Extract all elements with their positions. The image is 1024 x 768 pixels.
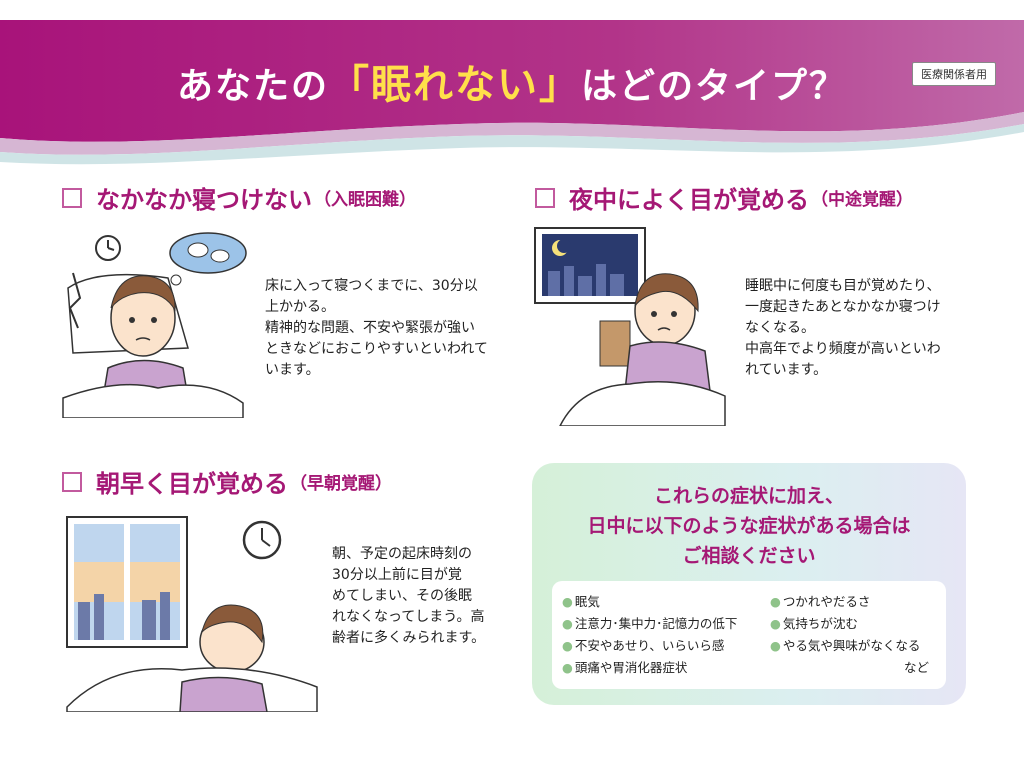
symptom-text: 頭痛や胃消化器症状 bbox=[574, 660, 688, 675]
section-description-sleep-onset: 床に入って寝つくまでに、30分以 上かかる。 精神的な問題、不安や緊張が強い と… bbox=[265, 276, 488, 381]
description-line: れなくなってしまう。高 bbox=[332, 609, 485, 625]
header-banner: 医療関係者用 bbox=[0, 20, 1024, 170]
section-subtitle: （入眠困難） bbox=[314, 190, 416, 210]
symptom-text: 注意力･集中力･記憶力の低下 bbox=[574, 616, 738, 631]
symptom-item: ●気持ちが沈む bbox=[770, 613, 858, 632]
symptom-text: つかれやだるさ bbox=[782, 594, 871, 609]
description-line: 精神的な問題、不安や緊張が強い bbox=[265, 320, 475, 336]
description-line: れています。 bbox=[745, 362, 828, 378]
early-waking-man-illustration bbox=[66, 516, 318, 712]
bullet-icon: ● bbox=[770, 638, 781, 653]
symptom-text: 不安やあせり、いらいら感 bbox=[574, 638, 725, 653]
card-heading-line: ご相談ください bbox=[682, 545, 816, 567]
section-title: 朝早く目が覚める bbox=[96, 470, 288, 498]
page-title: あなたの「眠れない」はどのタイプ？ bbox=[0, 52, 1024, 110]
description-line: ときなどにおこりやすいといわれて bbox=[265, 341, 488, 357]
title-highlight: 「眠れない」 bbox=[329, 62, 581, 108]
section-description-night-waking: 睡眠中に何度も目が覚めたり、 一度起きたあとなかなか寝つけ なくなる。 中高年で… bbox=[745, 276, 941, 381]
symptom-item: ●不安やあせり、いらいら感 bbox=[562, 635, 724, 654]
bullet-icon: ● bbox=[562, 594, 573, 609]
description-line: 30分以上前に目が覚 bbox=[332, 567, 462, 583]
checkbox-icon bbox=[535, 187, 555, 208]
symptom-item: ●注意力･集中力･記憶力の低下 bbox=[562, 613, 737, 632]
symptom-list: ●眠気 ●注意力･集中力･記憶力の低下 ●不安やあせり、いらいら感 ●頭痛や胃消… bbox=[552, 581, 946, 689]
section-subtitle: （中途覚醒） bbox=[811, 190, 913, 210]
bullet-icon: ● bbox=[770, 616, 781, 631]
title-post: はどのタイプ？ bbox=[581, 66, 848, 107]
bullet-icon: ● bbox=[562, 616, 573, 631]
checkbox-icon bbox=[62, 471, 82, 492]
description-line: 床に入って寝つくまでに、30分以 bbox=[265, 278, 478, 294]
night-waking-man-illustration bbox=[534, 227, 726, 426]
description-line: 朝、予定の起床時刻の bbox=[332, 546, 472, 562]
symptom-text: やる気や興味がなくなる bbox=[782, 638, 921, 653]
symptom-item: ●つかれやだるさ bbox=[770, 591, 870, 610]
section-subtitle: （早朝覚醒） bbox=[290, 474, 392, 494]
description-line: 一度起きたあとなかなか寝つけ bbox=[745, 299, 941, 315]
bullet-icon: ● bbox=[562, 638, 573, 653]
symptom-item: ●眠気 bbox=[562, 591, 600, 610]
section-heading-sleep-onset: なかなか寝つけない （入眠困難） bbox=[62, 180, 416, 215]
symptom-text: 眠気 bbox=[574, 594, 600, 609]
description-line: 上かかる。 bbox=[265, 299, 335, 315]
medical-use-badge: 医療関係者用 bbox=[912, 62, 996, 86]
description-line: 齢者に多くみられます。 bbox=[332, 630, 486, 646]
section-description-early-waking: 朝、予定の起床時刻の 30分以上前に目が覚 めてしまい、その後眠 れなくなってし… bbox=[332, 544, 485, 649]
checkbox-icon bbox=[62, 187, 82, 208]
card-heading-line: 日中に以下のような症状がある場合は bbox=[587, 515, 911, 537]
section-title: 夜中によく目が覚める bbox=[569, 186, 809, 214]
description-line: います。 bbox=[265, 362, 320, 378]
sleepless-man-illustration bbox=[62, 232, 247, 418]
symptom-text: 気持ちが沈む bbox=[782, 616, 858, 631]
section-title: なかなか寝つけない bbox=[96, 186, 312, 214]
title-pre: あなたの bbox=[176, 66, 329, 107]
header-wave bbox=[0, 20, 1024, 165]
description-line: 中高年でより頻度が高いといわ bbox=[745, 341, 941, 357]
section-heading-night-waking: 夜中によく目が覚める （中途覚醒） bbox=[535, 180, 913, 215]
description-line: めてしまい、その後眠 bbox=[332, 588, 472, 604]
section-heading-early-waking: 朝早く目が覚める （早朝覚醒） bbox=[62, 464, 392, 499]
symptom-item: ●やる気や興味がなくなる bbox=[770, 635, 920, 654]
etc-label: など bbox=[904, 660, 930, 675]
symptom-item: ●頭痛や胃消化器症状 bbox=[562, 657, 687, 676]
description-line: 睡眠中に何度も目が覚めたり、 bbox=[745, 278, 941, 294]
bullet-icon: ● bbox=[562, 660, 573, 675]
bullet-icon: ● bbox=[770, 594, 781, 609]
card-heading-line: これらの症状に加え、 bbox=[653, 485, 844, 507]
description-line: なくなる。 bbox=[745, 320, 815, 336]
consultation-card: これらの症状に加え、 日中に以下のような症状がある場合は ご相談ください ●眠気… bbox=[532, 463, 966, 705]
